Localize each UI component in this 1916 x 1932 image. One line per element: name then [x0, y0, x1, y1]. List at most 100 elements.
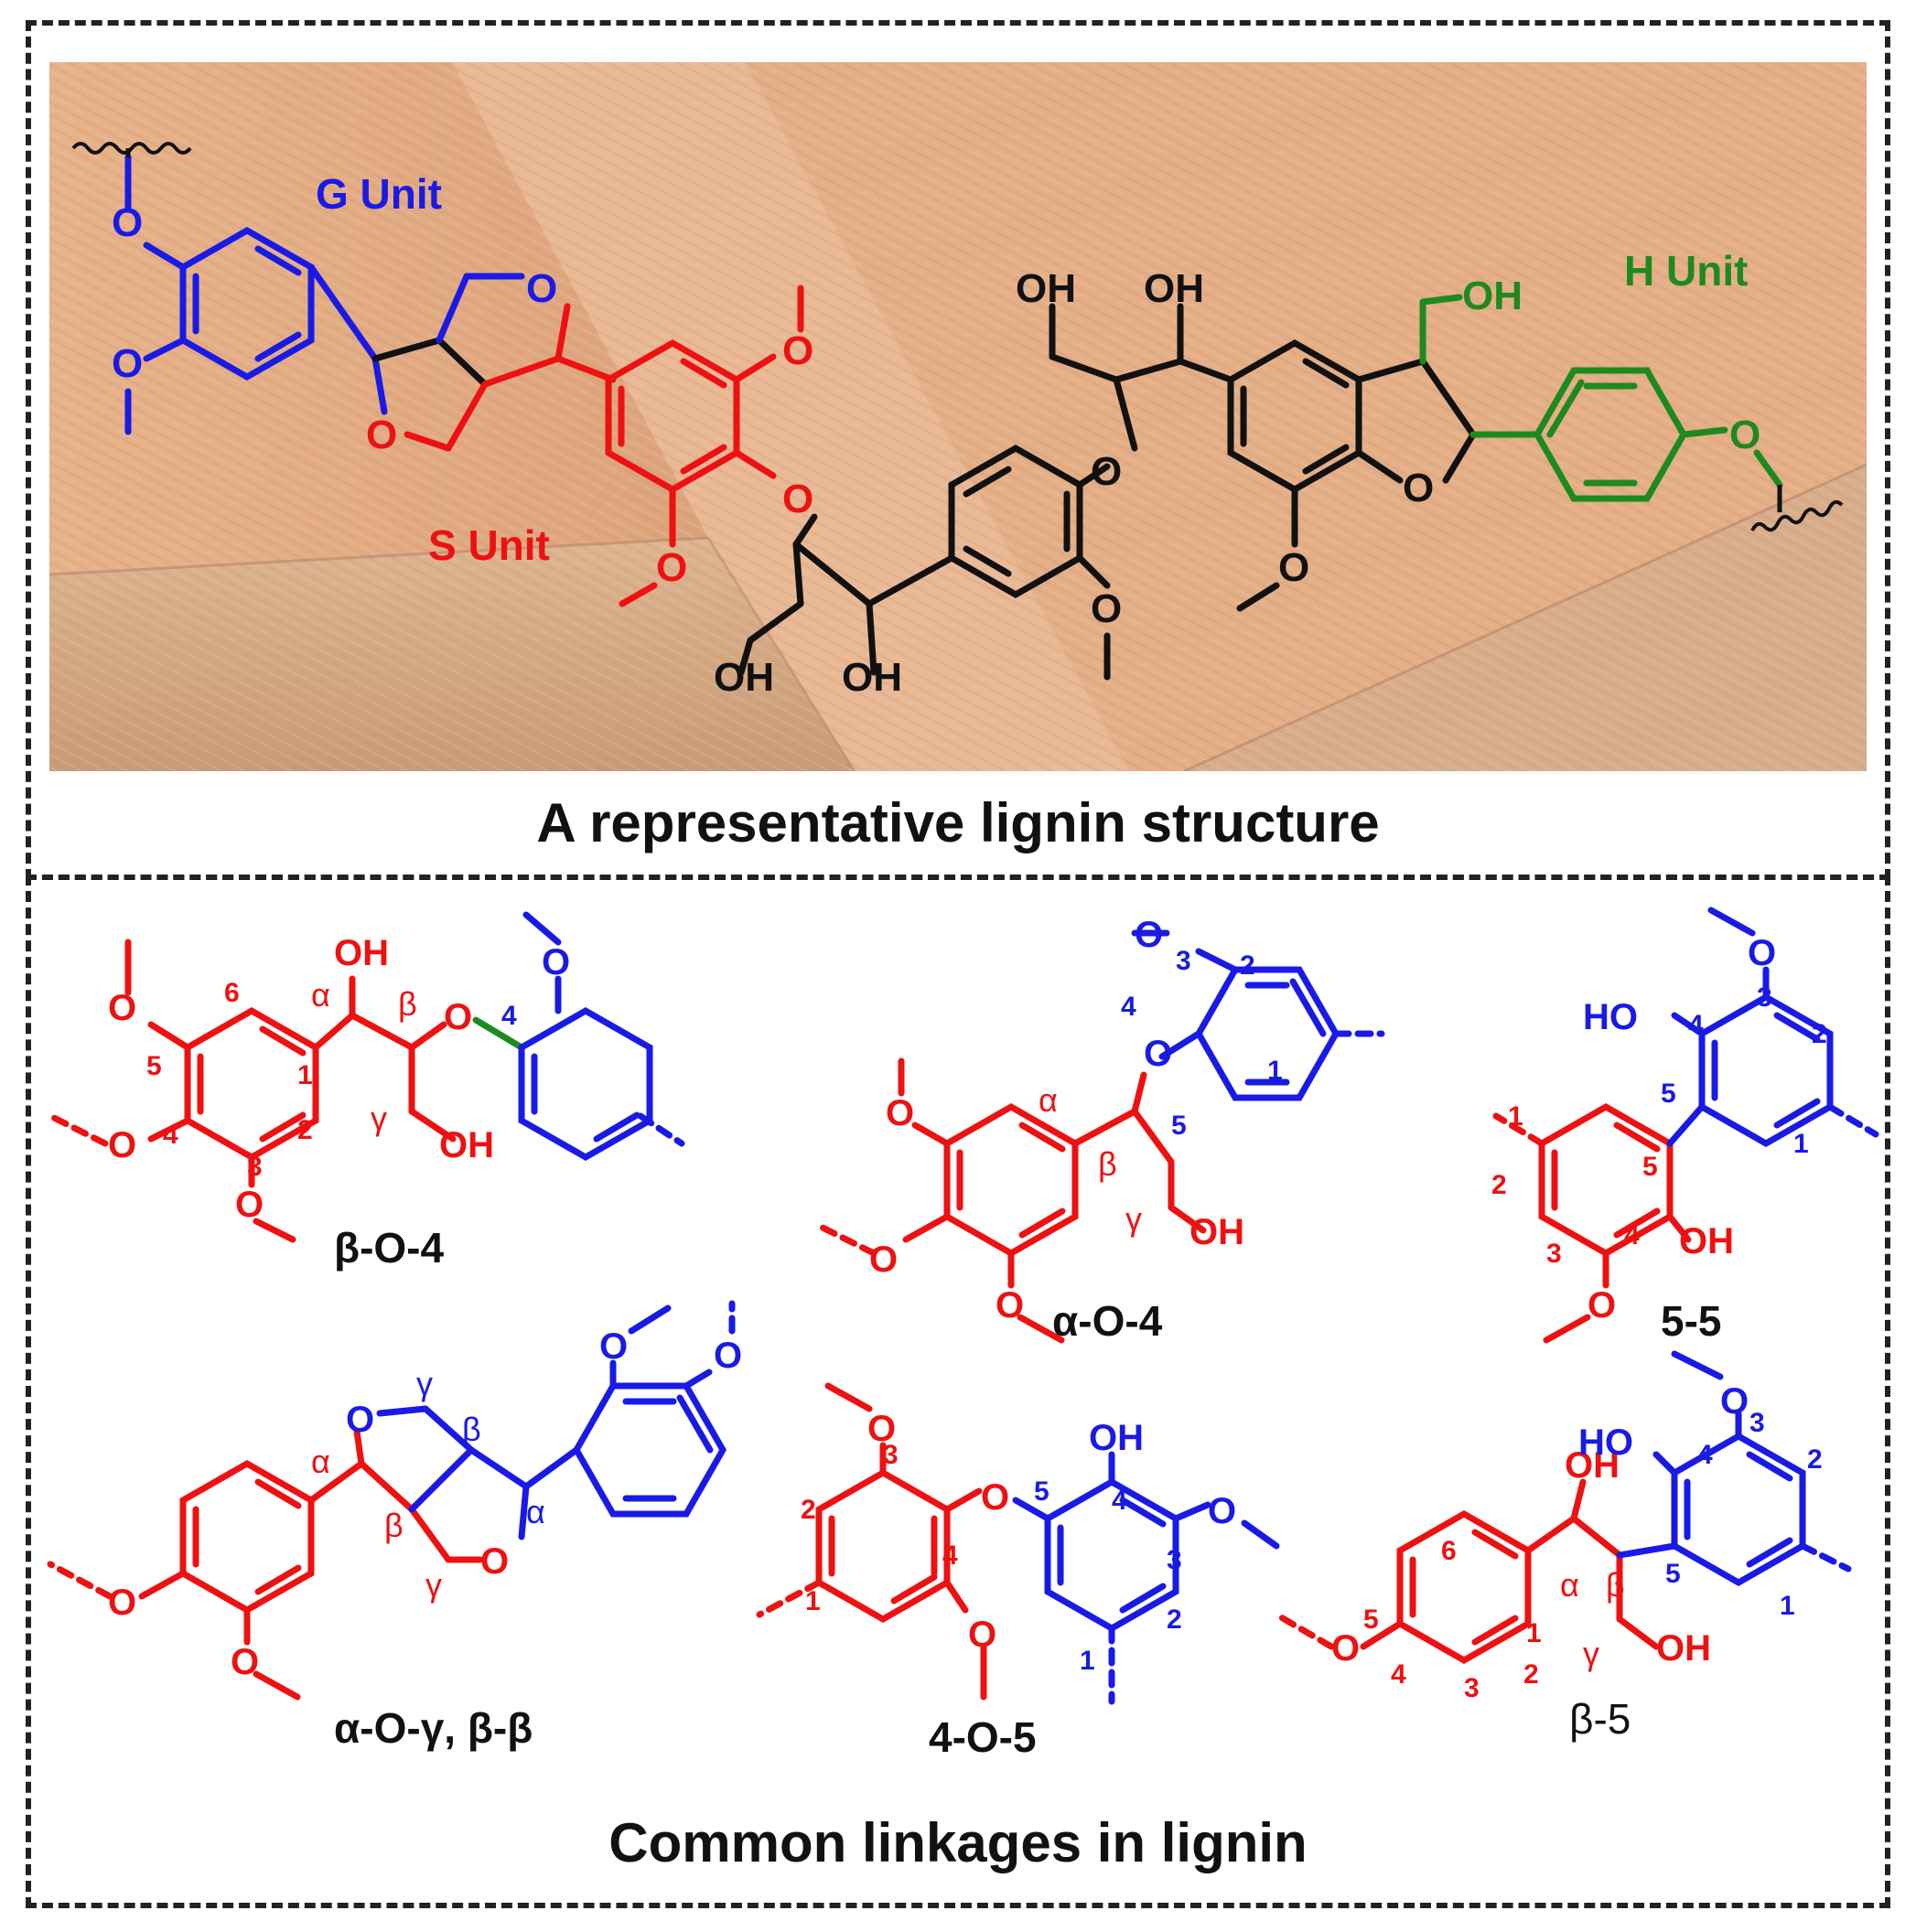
linkage-label: 5-5 [1661, 1297, 1721, 1345]
o-atom: O [346, 1400, 374, 1440]
ho-group: HO [1578, 1422, 1633, 1463]
o-atom: O [112, 341, 143, 386]
ho-group: HO [1583, 997, 1638, 1037]
o-atom: O [108, 988, 136, 1028]
oh-group: OH [1089, 1418, 1144, 1458]
oh-group: OH [1144, 266, 1204, 311]
ring-number: 3 [1464, 1673, 1480, 1703]
ring-number: 2 [1167, 1605, 1182, 1635]
oh-group: OH [1565, 1445, 1620, 1486]
alpha-label: α [311, 976, 330, 1014]
o-atom: O [112, 200, 143, 245]
o-atom: O [968, 1615, 996, 1655]
o-atom: O [1403, 466, 1434, 510]
ring-number: 3 [1167, 1545, 1182, 1575]
ring-number: 2 [297, 1115, 313, 1145]
ring-number: 4 [1391, 1659, 1406, 1690]
ring-number: 1 [1508, 1101, 1523, 1132]
ring-number: 5 [1363, 1605, 1379, 1635]
g-unit-label: G Unit [316, 170, 442, 218]
linkage-label: β-O-4 [334, 1224, 444, 1272]
ring-number: 1 [1526, 1618, 1542, 1648]
gamma-label: γ [416, 1365, 433, 1402]
oh-group: OH [842, 655, 902, 700]
ring-number: 4 [942, 1540, 958, 1571]
5-5-structure [1492, 907, 1879, 1344]
linkage-label: β-5 [1569, 1695, 1631, 1743]
o-atom: O [526, 266, 557, 311]
o-atom: O [108, 1125, 136, 1165]
oh-group: OH [334, 933, 389, 973]
ring-number: 4 [163, 1120, 178, 1150]
ring-number: 2 [1240, 950, 1255, 981]
o-atom: O [1091, 449, 1122, 494]
beta-o-4-structure [47, 911, 685, 1243]
ring-number: 2 [1807, 1444, 1823, 1475]
o-atom: O [981, 1477, 1009, 1518]
o-atom: O [714, 1336, 742, 1376]
ring-number: 4 [1688, 1010, 1704, 1040]
ring-number: 4 [1112, 1486, 1127, 1516]
beta-label: β [1098, 1145, 1117, 1183]
o-atom: O [996, 1285, 1024, 1326]
alpha-label: α [1039, 1081, 1058, 1119]
o-atom: O [656, 545, 687, 590]
beta-label: β [1606, 1566, 1625, 1604]
o-atom: O [599, 1326, 628, 1367]
ring-number: 6 [224, 978, 240, 1008]
ring-number: 5 [146, 1051, 162, 1081]
ring-number: 5 [1665, 1559, 1681, 1589]
o-atom: O [869, 1240, 898, 1280]
linkage-label: 4-O-5 [929, 1713, 1037, 1761]
ring-number: 1 [1267, 1056, 1283, 1086]
o-atom: O [1091, 586, 1122, 631]
oh-group: OH [714, 655, 774, 700]
alpha-label: α [1560, 1566, 1579, 1604]
o-atom: O [542, 942, 570, 982]
ring-number: 6 [1441, 1536, 1457, 1566]
oh-group: OH [439, 1125, 494, 1165]
gamma-label: γ [1583, 1635, 1599, 1672]
o-atom: O [366, 413, 397, 457]
ring-number: 2 [801, 1495, 816, 1525]
resinol-core [371, 273, 617, 452]
ring-number: 3 [1546, 1239, 1562, 1269]
linkage-label: α-O-γ, β-β [334, 1704, 533, 1752]
beta-label: β [462, 1411, 481, 1448]
o-atom: O [782, 328, 813, 373]
ring-number: 1 [1793, 1129, 1809, 1159]
ring-number: 5 [1171, 1111, 1187, 1141]
s-unit [605, 284, 804, 607]
gamma-label: γ [1125, 1200, 1142, 1238]
o-atom: O [235, 1185, 264, 1225]
o-atom: O [1135, 915, 1163, 955]
oh-group: OH [1189, 1212, 1244, 1252]
ring-number: 1 [805, 1586, 821, 1616]
beta-label: β [384, 1507, 404, 1544]
ring-number: 4 [1624, 1220, 1640, 1250]
ring-number: 3 [883, 1440, 899, 1470]
top-caption: A representative lignin structure [536, 792, 1380, 853]
gamma-label: γ [425, 1566, 442, 1604]
4-o-5-structure [756, 1382, 1280, 1705]
oh-group: OH [1016, 266, 1076, 311]
alpha-label: α [526, 1493, 545, 1530]
ring-number: 4 [501, 1001, 517, 1031]
beta-5-structure [1273, 1350, 1852, 1665]
h-unit [1419, 294, 1783, 502]
s-unit-label: S Unit [428, 521, 550, 569]
alpha-label: α [311, 1443, 330, 1480]
bottom-caption: Common linkages in lignin [608, 1812, 1308, 1873]
gamma-label: γ [371, 1100, 387, 1137]
wavy-bond [71, 142, 192, 155]
beta-label: β [398, 985, 417, 1023]
o-atom: O [1144, 1034, 1172, 1074]
ring-number: 3 [1757, 982, 1772, 1013]
o-atom: O [867, 1409, 896, 1449]
alpha-o-4-structure [815, 929, 1385, 1344]
resinol-structure [47, 1300, 736, 1701]
ring-number: 5 [1661, 1079, 1676, 1109]
ring-number: 5 [1034, 1476, 1049, 1507]
o-atom: O [782, 477, 813, 521]
